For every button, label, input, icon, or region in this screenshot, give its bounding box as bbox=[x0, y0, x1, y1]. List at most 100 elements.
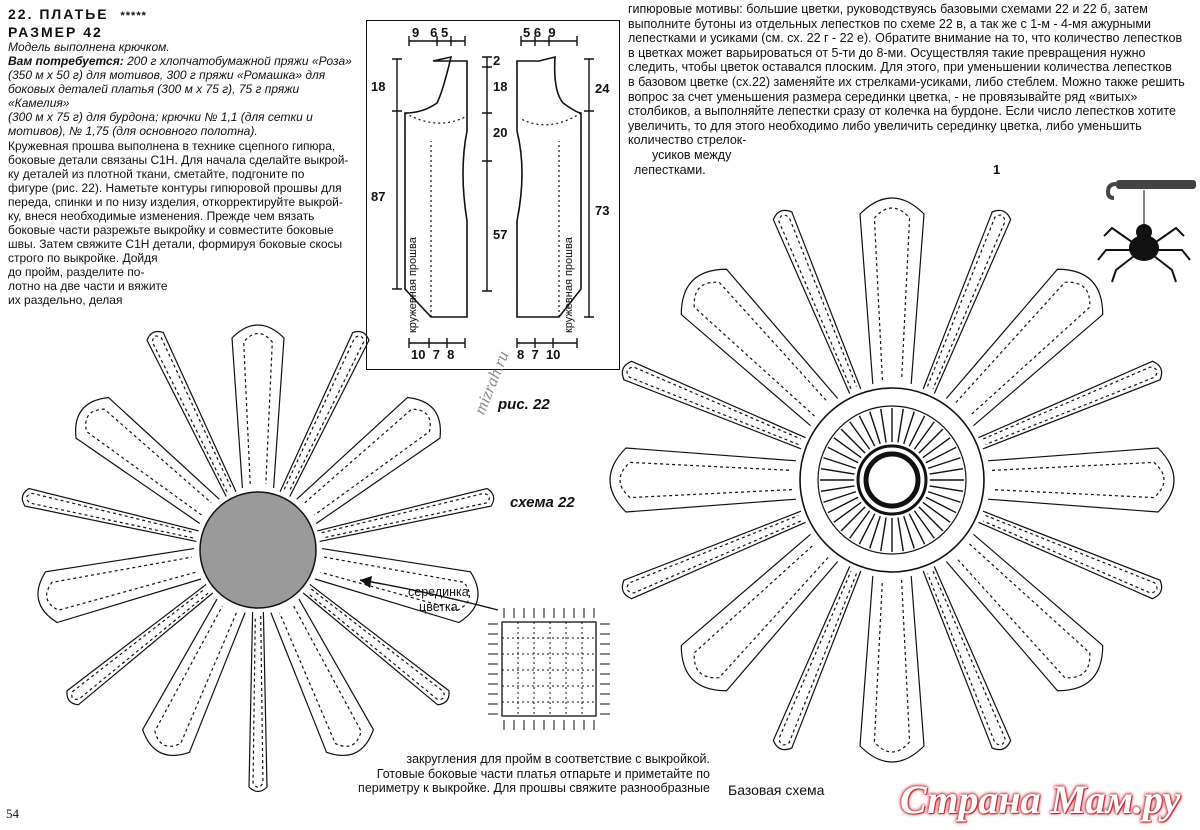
petal bbox=[296, 396, 441, 525]
top-right-dim bbox=[520, 36, 578, 46]
needs-line: (350 м х 50 г) для мотивов, 300 г пряжи … bbox=[8, 68, 326, 82]
top-right-measures: 5 6 9 bbox=[523, 25, 556, 40]
size-label: РАЗМЕР 42 bbox=[8, 24, 103, 40]
square-grid-h bbox=[502, 637, 596, 703]
base-flower-scheme bbox=[609, 197, 1175, 763]
petal bbox=[231, 324, 285, 489]
center-stitch bbox=[918, 428, 944, 454]
petal bbox=[621, 510, 806, 600]
base-scheme-label: Базовая схема bbox=[728, 782, 825, 798]
measure: 7 bbox=[531, 347, 539, 362]
right-line: лепестками. bbox=[634, 162, 706, 177]
body-line: боковые детали связаны С1Н. Для начала с… bbox=[8, 153, 349, 167]
petal-inner bbox=[154, 605, 237, 747]
petal bbox=[859, 197, 925, 385]
petal bbox=[66, 583, 214, 706]
petal-inner bbox=[243, 332, 273, 485]
body-line: их раздельно, делая bbox=[8, 293, 123, 307]
petal-inner bbox=[279, 605, 362, 747]
needs-line: мотивов), № 1,75 (для основного полотна)… bbox=[8, 124, 258, 138]
measure: 5 bbox=[523, 25, 531, 40]
center-stitch bbox=[869, 411, 881, 445]
petal-inner bbox=[151, 335, 233, 492]
measure: 10 bbox=[545, 347, 561, 362]
bottom-right-measures: 8 7 10 bbox=[517, 347, 560, 362]
petal-inner bbox=[321, 492, 490, 539]
petal-inner bbox=[955, 281, 1091, 417]
petal-inner bbox=[693, 281, 829, 417]
center-stitch bbox=[869, 515, 881, 549]
petal bbox=[146, 330, 237, 497]
petal-inner bbox=[991, 461, 1165, 499]
center-stitch bbox=[929, 468, 964, 475]
spider-icon bbox=[1097, 224, 1191, 283]
petal bbox=[680, 268, 839, 427]
square-motif bbox=[488, 608, 610, 730]
petal-inner bbox=[983, 514, 1158, 594]
left-flower-scheme bbox=[21, 324, 495, 793]
top-left-measures: 9 6 5 bbox=[412, 25, 448, 40]
petal-inner bbox=[626, 366, 801, 446]
petal-inner bbox=[283, 335, 365, 492]
measure-left-18: 18 bbox=[371, 79, 386, 94]
measure-center-2: 2 bbox=[493, 53, 501, 68]
center-stitch bbox=[820, 485, 855, 492]
center-stitch bbox=[827, 496, 859, 514]
measure: 9 bbox=[412, 25, 420, 40]
hook-icon bbox=[1116, 180, 1196, 189]
bottom-line: периметру к выкройке. Для прошвы свяжите… bbox=[358, 781, 710, 796]
measure-center-20: 20 bbox=[493, 125, 508, 140]
center-stitch bbox=[908, 415, 926, 447]
petal bbox=[772, 209, 862, 394]
center-stitch bbox=[849, 421, 871, 450]
center-stitch bbox=[897, 408, 904, 443]
center-stitch bbox=[922, 437, 951, 459]
base-center-outer bbox=[799, 387, 985, 573]
right-line: в базовом цветке (сх.22) заменяйте их ст… bbox=[628, 74, 1185, 89]
right-line: гипюровые мотивы: большие цветки, руково… bbox=[628, 2, 1148, 16]
measure: 6 bbox=[430, 25, 438, 40]
article-title-line: 22. ПЛАТЬЕ ***** bbox=[8, 6, 358, 24]
measure: 8 bbox=[447, 347, 455, 362]
needs-label: Вам потребуется: bbox=[8, 54, 124, 68]
right-line: столбиков, а выполняйте лепестки сразу о… bbox=[628, 104, 1176, 119]
callout-arrow bbox=[359, 576, 499, 611]
right-line: количество стрелок- bbox=[628, 133, 747, 148]
petal bbox=[945, 268, 1104, 427]
petal bbox=[314, 547, 479, 624]
center-stitch bbox=[858, 415, 876, 447]
petal bbox=[21, 487, 199, 543]
center-stitch bbox=[840, 428, 866, 454]
center-stitch bbox=[897, 517, 904, 552]
bottom-left-measures: 10 7 8 bbox=[411, 347, 454, 362]
petal bbox=[922, 566, 1012, 751]
petal bbox=[609, 447, 797, 513]
body-line: лотно на две части и вяжите bbox=[8, 279, 168, 293]
page-number: 54 bbox=[6, 806, 19, 821]
petal-inner bbox=[304, 408, 431, 516]
center-stitch bbox=[903, 411, 915, 445]
base-center-cord bbox=[863, 451, 921, 509]
petal bbox=[302, 583, 450, 706]
petal bbox=[75, 396, 220, 525]
center-stitch bbox=[840, 506, 866, 532]
center-stitch bbox=[833, 437, 862, 459]
bottom-line: Готовые боковые части платья отпарьте и … bbox=[376, 766, 710, 781]
center-stitch bbox=[918, 506, 944, 532]
body-text: Кружевная прошва выполнена в технике сце… bbox=[8, 139, 358, 307]
petal bbox=[922, 209, 1012, 394]
body-line: до пройм, разделите по- bbox=[8, 265, 145, 279]
center-stitch bbox=[922, 501, 951, 523]
petal-inner bbox=[307, 588, 445, 700]
article-header: 22. ПЛАТЬЕ ***** РАЗМЕР 42 Модель выполн… bbox=[8, 6, 358, 307]
center-label-2: цветка bbox=[419, 600, 458, 614]
needs-line: 200 г хлопчатобумажной пряжи «Роза» bbox=[123, 54, 352, 68]
petal-inner bbox=[619, 461, 793, 499]
top-left-dim bbox=[408, 36, 466, 46]
measure: 9 bbox=[548, 25, 556, 40]
petal-inner bbox=[955, 543, 1091, 679]
center-stitch bbox=[820, 468, 855, 475]
body-line: Кружевная прошва выполнена в технике сце… bbox=[8, 139, 336, 153]
center-callout: серединка цветка bbox=[408, 585, 469, 615]
petal-inner bbox=[873, 579, 911, 753]
